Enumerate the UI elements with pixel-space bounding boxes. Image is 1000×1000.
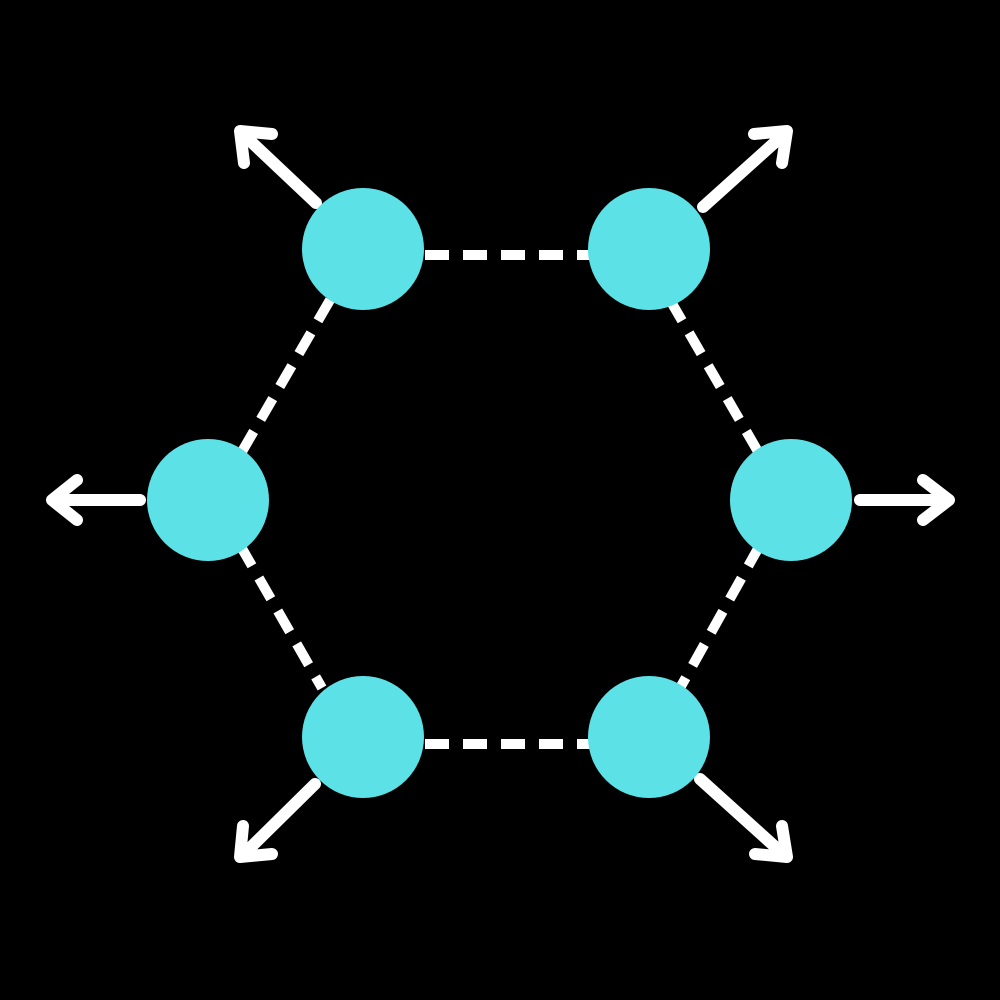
node-bottom-right (588, 676, 710, 798)
bond-upper-left (235, 297, 335, 458)
bond-upper-right (665, 297, 765, 458)
arrow-right-icon (854, 474, 955, 526)
bond-lower-left (235, 542, 327, 691)
arrow-up-left-icon (234, 125, 322, 209)
node-bottom-left (302, 676, 424, 798)
node-top-left (302, 188, 424, 310)
node-right (730, 439, 852, 561)
arrow-down-right-icon (694, 773, 793, 863)
node-left (147, 439, 269, 561)
node-top-right (588, 188, 710, 310)
arrow-down-left-icon (234, 778, 321, 863)
arrow-up-right-icon (697, 125, 793, 213)
arrow-left-icon (46, 474, 146, 526)
bond-lower-right (675, 542, 765, 691)
